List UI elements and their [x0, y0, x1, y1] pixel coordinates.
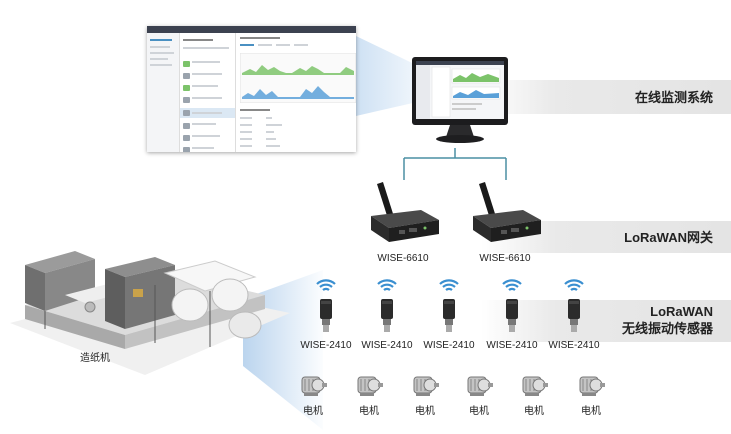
- label-sensor: LoRaWAN 无线振动传感器: [622, 303, 713, 337]
- wifi-icon: [377, 279, 397, 291]
- wifi-icon: [502, 279, 522, 291]
- label-sensor-line2: 无线振动传感器: [621, 321, 713, 336]
- app-main-panel: [236, 33, 356, 152]
- motor-label-1: 电机: [303, 406, 323, 417]
- sensor-icon: [443, 299, 455, 332]
- router-icon: [371, 182, 439, 242]
- wifi-icon: [439, 279, 459, 291]
- sensor-icon: [320, 299, 332, 332]
- motor-label-5: 电机: [524, 406, 544, 417]
- band-sensor: [481, 300, 731, 342]
- motor-label-2: 电机: [359, 406, 379, 417]
- sensor-icon: [381, 299, 393, 332]
- sensor-icon: [506, 299, 518, 332]
- label-paper-machine: 造纸机: [80, 353, 110, 364]
- app-chart: [240, 53, 356, 103]
- label-gateway: LoRaWAN网关: [624, 230, 713, 245]
- motor-icon: [522, 376, 548, 396]
- router-icon: [473, 182, 541, 242]
- monitor-icon: [412, 57, 508, 143]
- motor-icon: [301, 376, 327, 396]
- label-sensor-line1: LoRaWAN: [650, 304, 713, 319]
- app-titlebar: [147, 26, 356, 33]
- sensor-model-3: WISE-2410: [423, 340, 475, 351]
- wifi-icon: [316, 279, 336, 291]
- gateway-model-1: WISE-6610: [377, 253, 429, 264]
- motor-label-3: 电机: [415, 406, 435, 417]
- motor-icon: [357, 376, 383, 396]
- sensor-model-4: WISE-2410: [486, 340, 538, 351]
- sensor-model-5: WISE-2410: [548, 340, 600, 351]
- motor-label-4: 电机: [469, 406, 489, 417]
- gateway-model-2: WISE-6610: [479, 253, 531, 264]
- wifi-icon: [564, 279, 584, 291]
- monitoring-app-screenshot: [147, 26, 356, 152]
- paper-machine-illustration: [10, 251, 290, 375]
- motor-icon: [413, 376, 439, 396]
- sensor-model-2: WISE-2410: [361, 340, 413, 351]
- motor-label-6: 电机: [581, 406, 601, 417]
- sensor-model-1: WISE-2410: [300, 340, 352, 351]
- band-monitoring: [481, 80, 731, 114]
- motor-icon: [579, 376, 605, 396]
- sensor-icon: [568, 299, 580, 332]
- label-monitoring-system: 在线监测系统: [634, 90, 713, 105]
- app-sidebar: [147, 33, 180, 152]
- app-device-list: [180, 33, 236, 152]
- motor-icon: [467, 376, 493, 396]
